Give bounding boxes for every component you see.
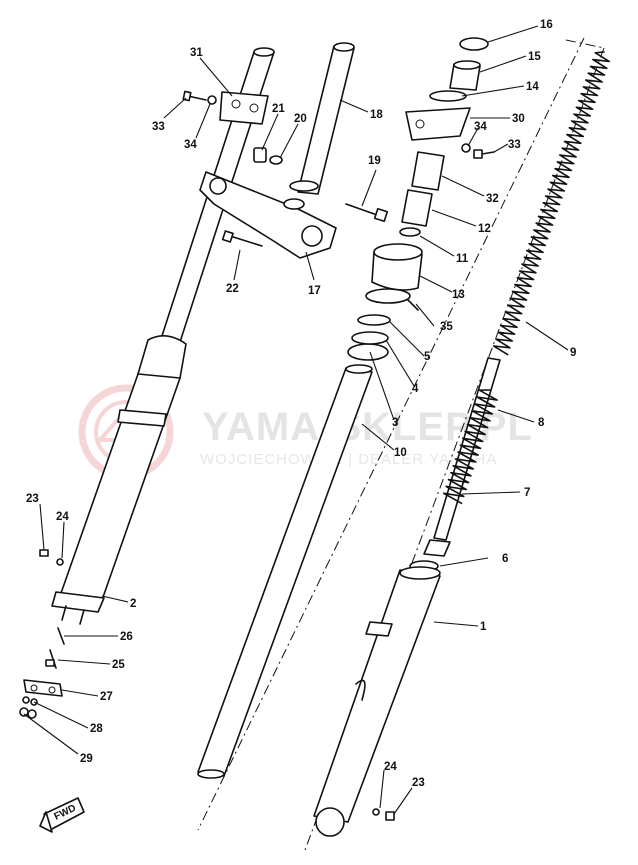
- callout-15: 15: [528, 51, 541, 63]
- callout-24-right: 24: [384, 761, 397, 773]
- callout-25: 25: [112, 659, 125, 671]
- rebound-spring-8: [442, 389, 498, 505]
- stud-25: [45, 649, 57, 669]
- oil-seal-3: [347, 343, 389, 361]
- washer-20: [269, 155, 283, 165]
- cap-15: [449, 60, 481, 91]
- washer-28: [22, 696, 38, 706]
- callout-28: 28: [90, 723, 103, 735]
- callout-3: 3: [392, 417, 398, 429]
- gasket-24-right: [372, 808, 380, 816]
- bolt-22: [221, 230, 263, 247]
- callout-33-left: 33: [152, 121, 165, 133]
- callout-1: 1: [480, 621, 487, 633]
- right-fork-outer-tube: [313, 566, 441, 837]
- callout-2: 2: [130, 598, 136, 610]
- callout-23-right: 23: [412, 777, 425, 789]
- bolt-33-right: [473, 149, 495, 159]
- lower-bracket: [199, 171, 337, 259]
- callout-13: 13: [452, 289, 465, 301]
- stud-26: [57, 627, 65, 645]
- callout-6: 6: [502, 553, 508, 565]
- callout-35: 35: [440, 321, 453, 333]
- inner-tube: [197, 364, 373, 779]
- callout-14: 14: [526, 81, 539, 93]
- left-fork-outer-tube: [51, 47, 275, 625]
- clamp-35: [365, 288, 419, 311]
- callout-20: 20: [294, 113, 307, 125]
- nut-21: [253, 147, 267, 163]
- callout-32: 32: [486, 193, 499, 205]
- callout-8: 8: [538, 417, 545, 429]
- callout-4: 4: [412, 383, 419, 395]
- callout-31: 31: [190, 47, 203, 59]
- callout-7: 7: [524, 487, 530, 499]
- leader-lines: [23, 25, 569, 815]
- callout-34-right: 34: [474, 121, 487, 133]
- ring-14: [429, 90, 467, 102]
- callout-11: 11: [456, 253, 469, 265]
- fork-spring-9: [492, 51, 610, 356]
- callout-17: 17: [308, 285, 321, 297]
- callout-labels: 1 2 3 4 5 6 7 8 9 10 11 12 13 14 15 16 1…: [26, 19, 576, 789]
- drain-bolt-23-left: [39, 549, 49, 557]
- steering-shaft: [289, 42, 355, 195]
- bolt-19: [345, 203, 389, 223]
- bolt-33-left: [182, 90, 207, 102]
- assembly-frame-lines: [197, 37, 605, 851]
- spacer-12: [401, 189, 433, 227]
- handlebar-holder-left: [219, 91, 269, 125]
- callout-29: 29: [80, 753, 93, 765]
- callout-27: 27: [100, 691, 113, 703]
- callout-16: 16: [540, 19, 553, 31]
- callout-19: 19: [368, 155, 381, 167]
- spacer-32: [411, 151, 445, 191]
- callout-23-left: 23: [26, 493, 39, 505]
- callout-22: 22: [226, 283, 239, 295]
- boot-13: [371, 243, 423, 291]
- ring-5: [357, 314, 391, 326]
- nut-29: [19, 707, 37, 719]
- callout-24-left: 24: [56, 511, 69, 523]
- callout-18: 18: [370, 109, 383, 121]
- forward-direction-indicator: FWD: [39, 797, 85, 833]
- watermark-subtitle: WOJCIECHOWICZ | DEALER YAMAHA: [200, 451, 497, 468]
- cap-16: [459, 37, 489, 51]
- callout-26: 26: [120, 631, 133, 643]
- gasket-24-left: [56, 558, 64, 566]
- callout-21: 21: [272, 103, 285, 115]
- callout-33-right: 33: [508, 139, 521, 151]
- ring-4: [351, 331, 389, 345]
- washer-34-left: [207, 95, 217, 105]
- callout-30: 30: [512, 113, 525, 125]
- upper-bracket-30: [405, 107, 471, 141]
- callout-10: 10: [394, 447, 407, 459]
- callout-9: 9: [570, 347, 576, 359]
- ring-11: [399, 227, 421, 237]
- callout-34-left: 34: [184, 139, 197, 151]
- callout-5: 5: [424, 351, 431, 363]
- axle-holder-27: [23, 679, 63, 697]
- callout-12: 12: [478, 223, 491, 235]
- drain-bolt-23-right: [385, 811, 395, 821]
